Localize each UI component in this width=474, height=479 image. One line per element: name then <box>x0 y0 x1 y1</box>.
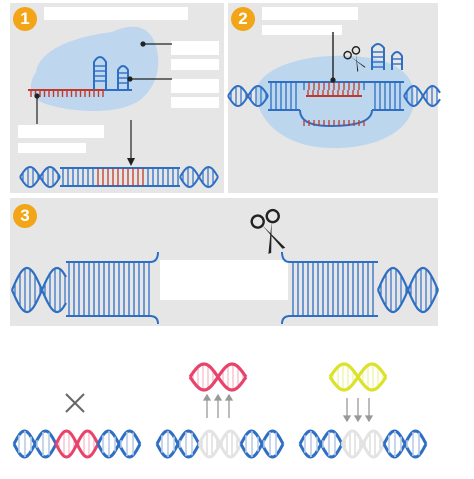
cut-dna-panel-3 <box>10 251 440 325</box>
panel-1-label-placeholder-f <box>18 143 86 153</box>
target-dna-panel-1 <box>19 165 219 189</box>
panel-1-label-placeholder-e <box>18 125 104 138</box>
hairpin-large <box>93 56 107 90</box>
cas9-complex-bound <box>255 55 415 149</box>
panel-3-gap-placeholder <box>160 260 288 300</box>
cross-icon <box>65 393 85 413</box>
yellow-dna-fragment <box>328 362 388 392</box>
panel-1-label-placeholder-a <box>171 41 219 55</box>
guide-rna-bases <box>30 90 104 97</box>
hairpin-small <box>117 65 129 90</box>
panel-2-title-placeholder <box>262 7 358 20</box>
panel-1-title-placeholder <box>44 7 188 20</box>
down-arrows-icon <box>342 398 374 423</box>
unwound-dna-panel-2 <box>227 81 441 128</box>
panel-1-label-placeholder-d <box>171 97 219 108</box>
pink-dna-fragment <box>188 362 248 392</box>
step-3-badge: 3 <box>13 204 37 228</box>
panel-1-label-placeholder-b <box>171 59 219 70</box>
up-arrows-icon <box>202 393 234 418</box>
bottom-row <box>12 362 428 459</box>
step-2-badge: 2 <box>231 7 255 31</box>
panel-1-label-placeholder-c <box>171 79 219 93</box>
scissors-icon <box>250 208 286 254</box>
step-1-badge: 1 <box>13 7 37 31</box>
scissors-icon <box>343 46 366 72</box>
panel-2-title-placeholder-2 <box>262 25 342 35</box>
